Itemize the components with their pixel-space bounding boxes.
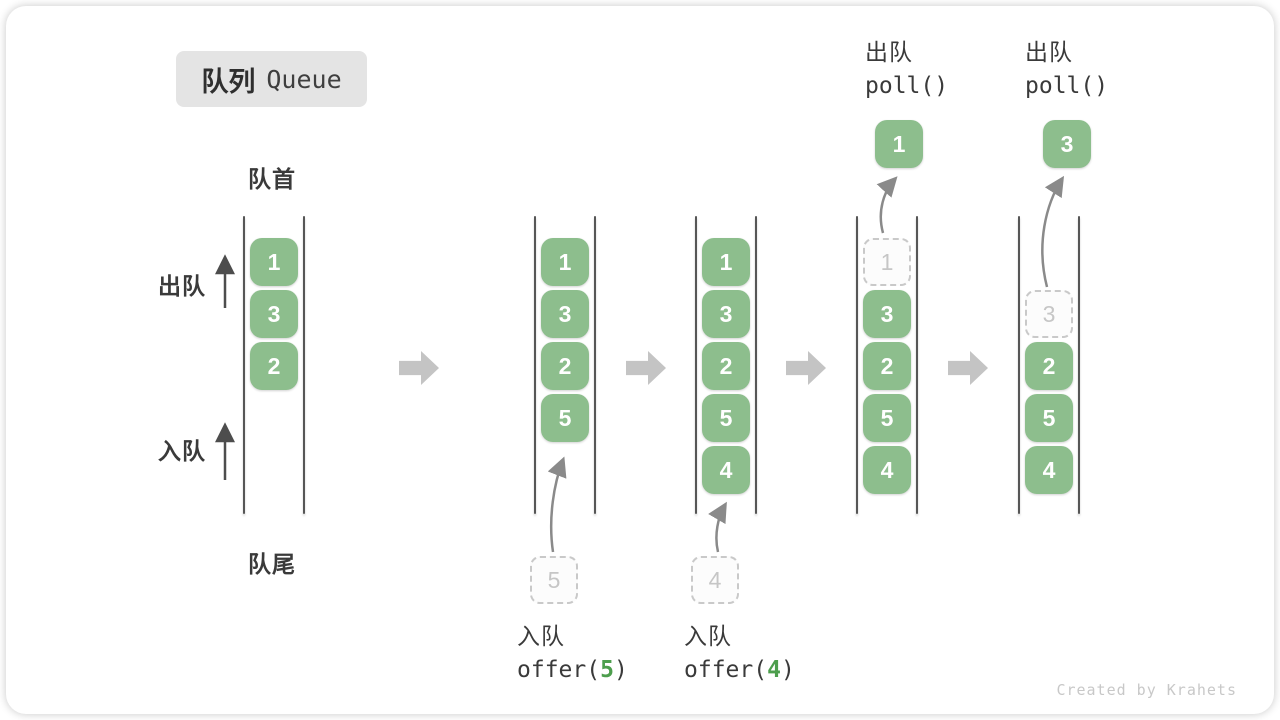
op-dequeue-code: poll() bbox=[1025, 73, 1109, 99]
flow-arrow-icon-1 bbox=[399, 351, 439, 385]
queue-cell: 4 bbox=[1025, 446, 1073, 494]
staged-element: 5 bbox=[530, 556, 578, 604]
queue-cell-removed: 1 bbox=[863, 238, 911, 286]
op-enqueue-label: 入队 bbox=[684, 623, 732, 649]
label-queue-rear: 队尾 bbox=[248, 551, 296, 577]
popped-element: 1 bbox=[875, 120, 923, 168]
op-enqueue-label: 入队 bbox=[517, 623, 565, 649]
op-enqueue-code: offer(4) bbox=[684, 657, 795, 683]
queue-wall-right bbox=[755, 216, 757, 514]
title-en: Queue bbox=[266, 64, 342, 94]
queue-cell: 1 bbox=[702, 238, 750, 286]
queue-cell: 2 bbox=[250, 342, 298, 390]
op-dequeue-code: poll() bbox=[865, 73, 949, 99]
op-dequeue-label: 出队 bbox=[1025, 39, 1073, 65]
figure-card: 队列 Queue 队首 队尾 出队 入队 bbox=[6, 6, 1274, 714]
queue-cell: 5 bbox=[1025, 394, 1073, 442]
operation-enqueue-offer4: 入队 offer(4) bbox=[684, 617, 795, 683]
queue-cell: 5 bbox=[702, 394, 750, 442]
operation-enqueue-offer5: 入队 offer(5) bbox=[517, 617, 628, 683]
queue-wall-left bbox=[534, 216, 536, 514]
queue-cell: 1 bbox=[250, 238, 298, 286]
flow-arrow-icon-4 bbox=[948, 351, 988, 385]
queue-wall-left bbox=[1018, 216, 1020, 514]
queue-cell: 2 bbox=[863, 342, 911, 390]
queue-wall-right bbox=[916, 216, 918, 514]
queue-wall-right bbox=[594, 216, 596, 514]
queue-cell: 5 bbox=[863, 394, 911, 442]
queue-wall-left bbox=[695, 216, 697, 514]
queue-cell: 2 bbox=[702, 342, 750, 390]
flow-arrow-icon-2 bbox=[626, 351, 666, 385]
queue-wall-right bbox=[1078, 216, 1080, 514]
watermark: Created by Krahets bbox=[1056, 681, 1237, 699]
queue-cell: 3 bbox=[541, 290, 589, 338]
queue-cell: 1 bbox=[541, 238, 589, 286]
op-dequeue-label: 出队 bbox=[865, 39, 913, 65]
operation-dequeue-poll-1: 出队 poll() bbox=[865, 33, 948, 99]
label-queue-front: 队首 bbox=[248, 166, 296, 192]
queue-cell: 4 bbox=[702, 446, 750, 494]
queue-cell: 5 bbox=[541, 394, 589, 442]
queue-wall-left bbox=[856, 216, 858, 514]
dequeue-pointer-arrow-icon-2 bbox=[1041, 175, 1065, 288]
title-zh: 队列 bbox=[201, 66, 256, 97]
queue-wall-left bbox=[243, 216, 245, 514]
operation-dequeue-poll-2: 出队 poll() bbox=[1025, 33, 1108, 99]
queue-cell: 3 bbox=[863, 290, 911, 338]
op-enqueue-code: offer(5) bbox=[517, 657, 628, 683]
queue-cell: 3 bbox=[702, 290, 750, 338]
queue-cell: 4 bbox=[863, 446, 911, 494]
queue-cell: 2 bbox=[541, 342, 589, 390]
popped-element: 3 bbox=[1043, 120, 1091, 168]
queue-cell: 2 bbox=[1025, 342, 1073, 390]
queue-cell-removed: 3 bbox=[1025, 290, 1073, 338]
queue-cell: 3 bbox=[250, 290, 298, 338]
label-dequeue-side: 出队 bbox=[158, 273, 206, 299]
enqueue-pointer-arrow-icon-1 bbox=[547, 456, 567, 553]
title-badge: 队列 Queue bbox=[176, 51, 367, 107]
staged-element: 4 bbox=[691, 556, 739, 604]
flow-arrow-icon-3 bbox=[786, 351, 826, 385]
label-enqueue-side: 入队 bbox=[158, 438, 206, 464]
dequeue-pointer-arrow-icon-1 bbox=[876, 176, 898, 234]
enqueue-pointer-arrow-icon-2 bbox=[708, 501, 727, 553]
queue-wall-right bbox=[303, 216, 305, 514]
